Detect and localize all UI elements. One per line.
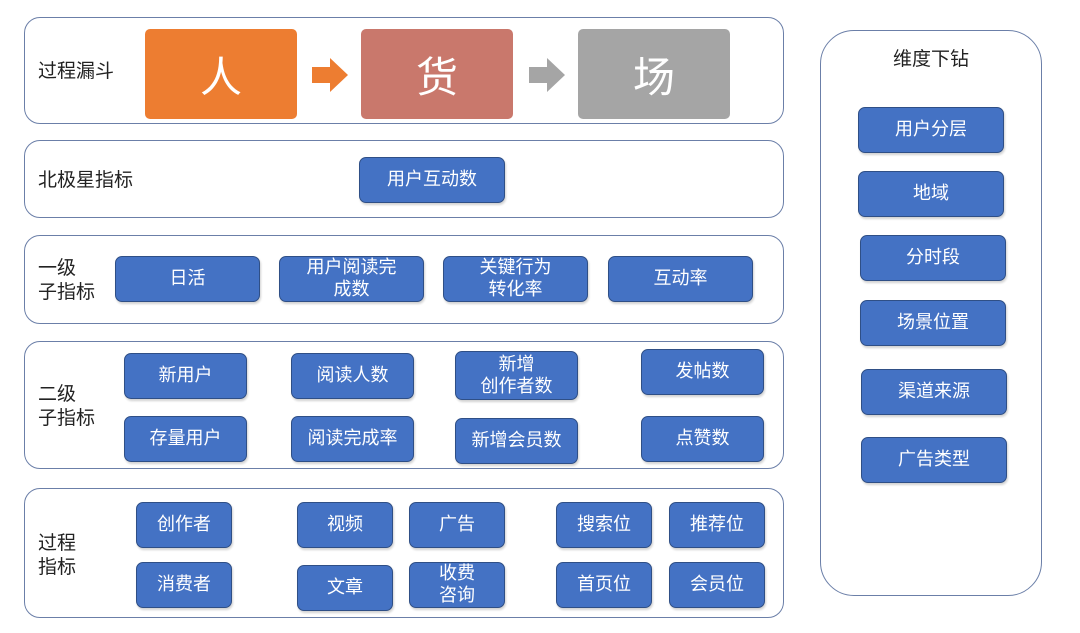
- place-box: 场: [578, 29, 730, 119]
- level1-item: 关键行为 转化率: [443, 256, 588, 302]
- north-star-label: 北极星指标: [38, 169, 134, 191]
- level2-item: 新增 创作者数: [455, 351, 578, 400]
- level2-item: 存量用户: [124, 416, 247, 462]
- process-label: 过程 指标: [38, 532, 77, 578]
- level2-item: 点赞数: [641, 416, 764, 462]
- arrow-right-orange-icon: [312, 58, 348, 92]
- north-star-metric: 用户互动数: [359, 157, 505, 203]
- process-item: 创作者: [136, 502, 232, 548]
- level2-item: 新用户: [124, 353, 247, 399]
- process-item: 搜索位: [556, 502, 652, 548]
- level2-item: 新增会员数: [455, 418, 578, 464]
- process-item: 首页位: [556, 562, 652, 608]
- people-box: 人: [145, 29, 297, 119]
- level1-item: 日活: [115, 256, 260, 302]
- process-item: 广告: [409, 502, 505, 548]
- drilldown-title: 维度下钻: [892, 48, 969, 70]
- drilldown-item: 用户分层: [858, 107, 1004, 153]
- drilldown-item: 地域: [858, 171, 1004, 217]
- drilldown-item: 场景位置: [860, 300, 1006, 346]
- drilldown-item: 渠道来源: [861, 369, 1007, 415]
- arrow-right-gray-icon: [529, 58, 565, 92]
- level1-item: 用户阅读完 成数: [279, 256, 424, 302]
- process-item: 消费者: [136, 562, 232, 608]
- level1-label: 一级 子指标: [38, 257, 96, 303]
- level1-item: 互动率: [608, 256, 753, 302]
- process-item: 视频: [297, 502, 393, 548]
- level2-item: 阅读人数: [291, 353, 414, 399]
- process-item: 收费 咨询: [409, 562, 505, 608]
- process-item: 会员位: [669, 562, 765, 608]
- process-item: 文章: [297, 565, 393, 611]
- funnel-label: 过程漏斗: [38, 60, 115, 82]
- process-item: 推荐位: [669, 502, 765, 548]
- drilldown-item: 分时段: [860, 235, 1006, 281]
- level2-label: 二级 子指标: [38, 383, 96, 429]
- goods-box: 货: [361, 29, 513, 119]
- drilldown-item: 广告类型: [861, 437, 1007, 483]
- level2-item: 阅读完成率: [291, 416, 414, 462]
- level2-item: 发帖数: [641, 349, 764, 395]
